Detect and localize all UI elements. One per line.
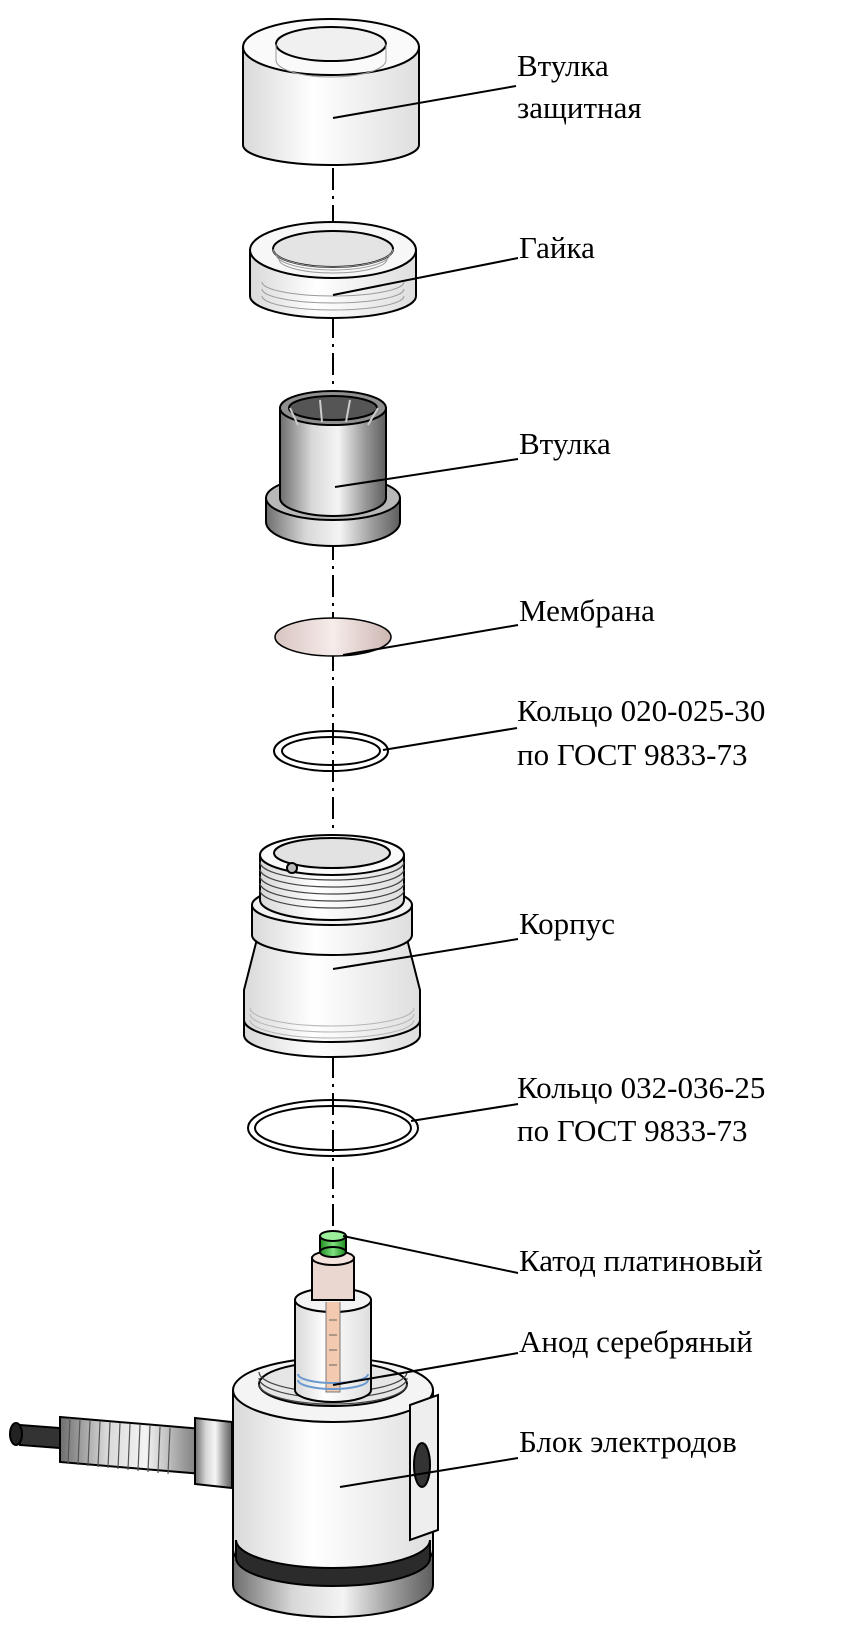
protective-sleeve-part [242,18,420,166]
label-ring-small-line2: по ГОСТ 9833-73 [517,737,748,772]
label-ring-large-line2: по ГОСТ 9833-73 [517,1113,748,1148]
leader-cathode [342,1235,519,1274]
leader-ring-small [382,727,518,751]
leader-lines [332,85,519,1488]
membrane-part [274,617,392,657]
leader-membrane [342,624,519,656]
housing-part [243,834,421,1058]
label-sleeve: Втулка [519,426,611,461]
label-cathode: Катод платиновый [519,1243,763,1278]
o-ring-large-part [247,1099,419,1157]
label-membrane: Мембрана [519,593,655,628]
label-electrode-block: Блок электродов [519,1424,737,1459]
label-nut: Гайка [519,230,595,265]
leader-protective-sleeve [332,85,517,119]
nut-part [249,221,417,319]
label-protective-sleeve-line1: Втулка [517,48,609,83]
leader-housing [332,938,519,970]
leader-nut [332,257,519,296]
leader-ring-large [410,1103,519,1122]
leader-sleeve [334,458,519,488]
label-protective-sleeve-line2: защитная [517,90,642,125]
label-housing: Корпус [519,906,615,941]
label-ring-small-line1: Кольцо 020-025-30 [517,693,766,728]
leader-electrode-block [339,1457,519,1488]
o-ring-small-part [273,730,389,772]
leader-anode [332,1352,519,1386]
label-anode: Анод серебряный [519,1324,753,1359]
sleeve-part [265,390,401,547]
label-ring-large-line1: Кольцо 032-036-25 [517,1070,766,1105]
electrode-block-part [9,1230,439,1618]
